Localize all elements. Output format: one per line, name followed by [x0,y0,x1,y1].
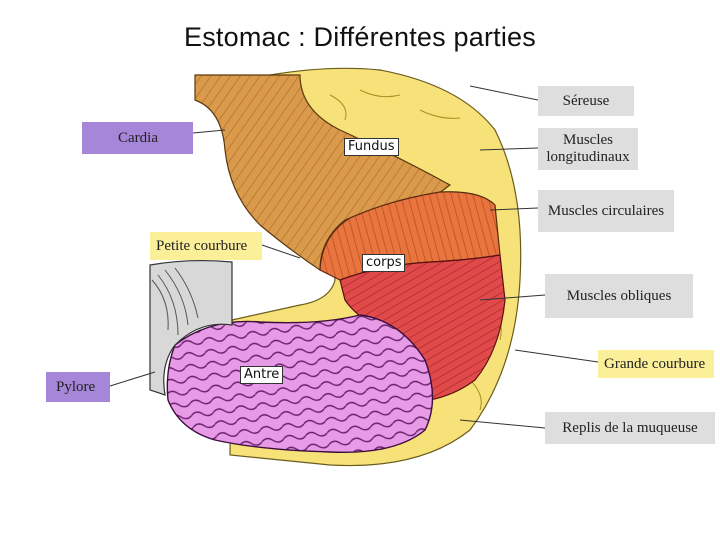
pylorus-folds [151,267,199,336]
label-muscles-circulaires: Muscles circulaires [538,190,674,232]
region-corps-label: corps [362,254,406,272]
label-muscles-longitudinaux: Muscles longitudinaux [538,128,638,170]
label-petite-courbure: Petite courbure [150,232,262,260]
page-title: Estomac : Différentes parties [184,22,536,52]
label-muscles-obliques: Muscles obliques [545,274,693,318]
label-sereuse: Séreuse [538,86,634,116]
label-pylore: Pylore [46,372,110,402]
label-cardia: Cardia [82,122,193,154]
pylorus-ring [149,259,233,396]
region-fundus-label: Fundus [344,138,399,156]
label-grande-courbure: Grande courbure [598,350,714,378]
label-replis-muqueuse: Replis de la muqueuse [545,412,715,444]
region-antre-label: Antre [240,366,284,384]
mucosa-antrum [166,314,434,454]
pointer-lines [109,85,599,429]
